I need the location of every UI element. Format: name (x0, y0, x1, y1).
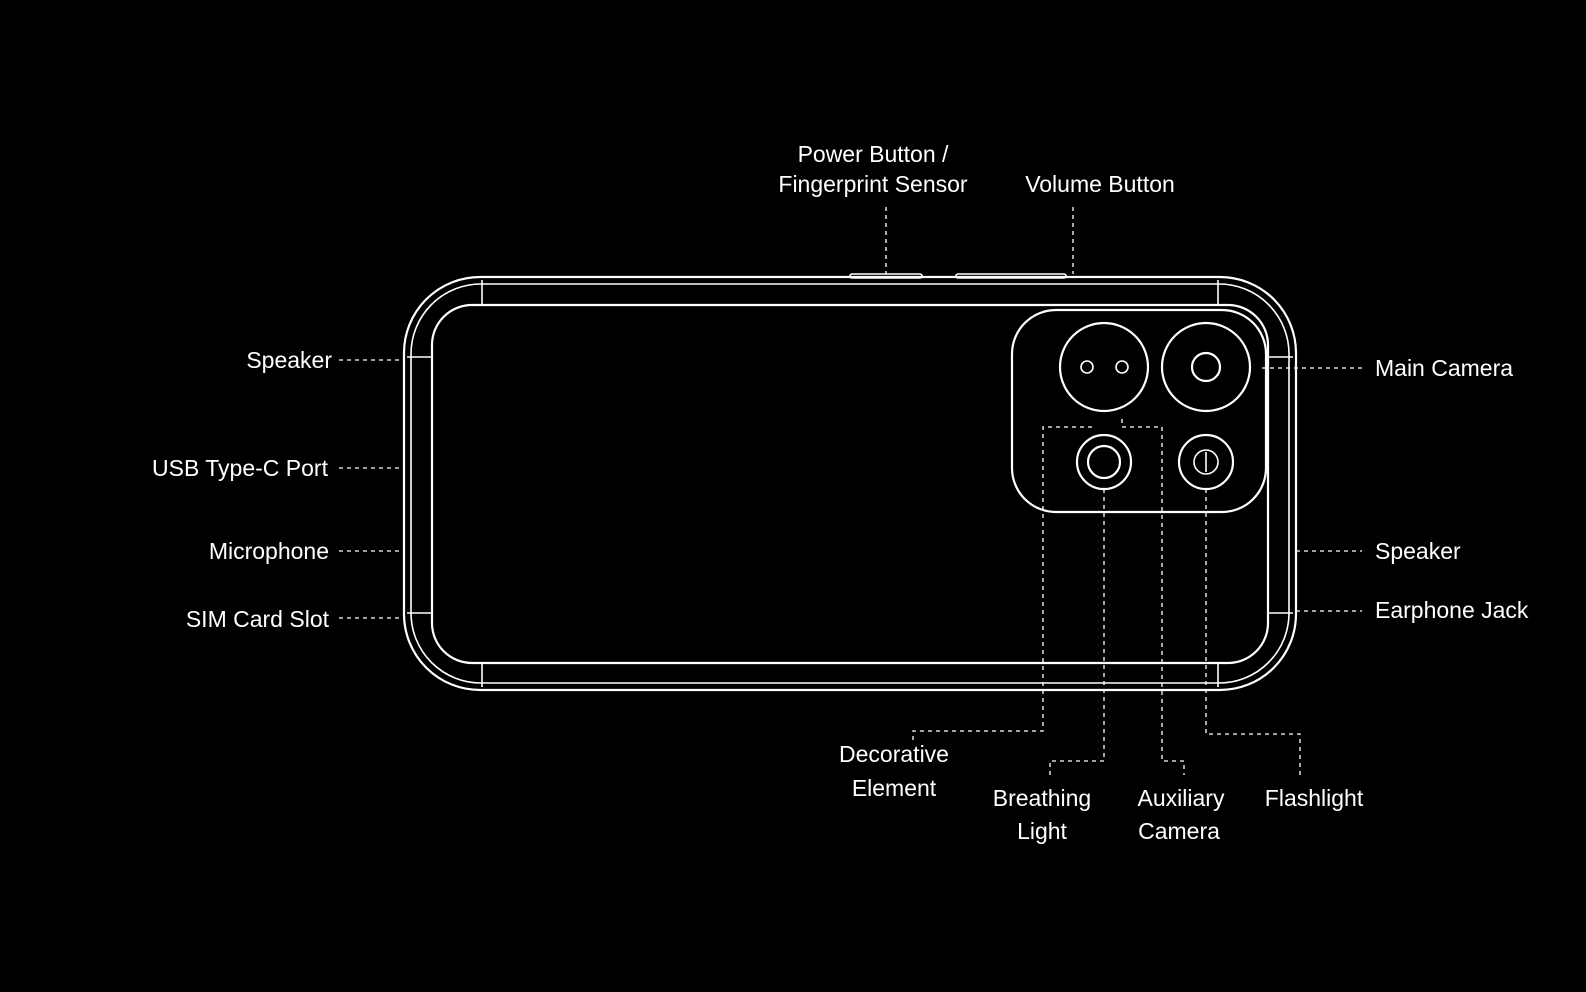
main-camera-inner (1190, 351, 1222, 383)
phone-body (402, 273, 1298, 692)
volume-button (955, 273, 1067, 279)
volume-button-label: Volume Button (1025, 171, 1175, 197)
auxiliary-camera-lens (1058, 321, 1150, 413)
auxiliary-camera-dot-right (1115, 360, 1129, 374)
breathing-light-label-line1: Breathing (993, 785, 1091, 811)
auxiliary-camera-label-line1: Auxiliary (1138, 785, 1225, 811)
speaker-left-label: Speaker (246, 347, 332, 373)
decorative-label-line2: Element (852, 775, 937, 801)
breathing-light-outer (1075, 433, 1133, 491)
leader-lines (339, 207, 1362, 775)
camera-module (1010, 308, 1268, 514)
breathing-light-inner (1086, 444, 1122, 480)
decorative-label-line1: Decorative (839, 741, 949, 767)
power-button-label-line2: Fingerprint Sensor (778, 171, 968, 197)
sim-slot-label: SIM Card Slot (186, 606, 330, 632)
auxiliary-camera-dot-left (1080, 360, 1094, 374)
microphone-label: Microphone (209, 538, 329, 564)
usb-port-label: USB Type-C Port (152, 455, 329, 481)
leader-flashlight (1205, 489, 1301, 775)
phone-back-panel (430, 303, 1270, 665)
flashlight-inner (1193, 449, 1219, 475)
leader-breathing-light (1049, 489, 1105, 775)
auxiliary-camera-label-line2: Camera (1138, 818, 1220, 844)
main-camera-label: Main Camera (1375, 355, 1513, 381)
main-camera-lens (1160, 321, 1252, 413)
labels: Power Button / Fingerprint Sensor Volume… (152, 141, 1529, 844)
breathing-light-label-line2: Light (1017, 818, 1067, 844)
phone-frame-inner (410, 283, 1290, 684)
leader-decorative-element (912, 426, 1092, 741)
power-button-label-line1: Power Button / (798, 141, 949, 167)
leader-auxiliary-camera (1121, 419, 1185, 775)
flashlight-label: Flashlight (1265, 785, 1364, 811)
camera-module-outline (1010, 308, 1268, 514)
earphone-jack-label: Earphone Jack (1375, 597, 1529, 623)
speaker-right-label: Speaker (1375, 538, 1461, 564)
